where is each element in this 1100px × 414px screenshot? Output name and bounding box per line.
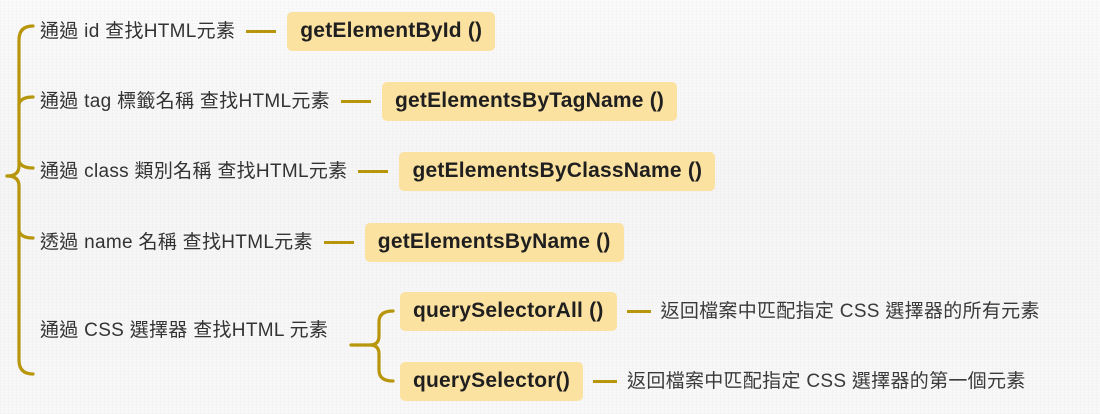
method-pill[interactable]: getElementsByClassName () [399, 152, 716, 192]
method-pill[interactable]: getElementsByTagName () [381, 82, 678, 122]
branch-row-get-elements-by-class-name[interactable]: 通過 class 類別名稱 查找HTML元素 getElementsByClas… [40, 152, 716, 192]
main-brace-upper [5, 24, 35, 178]
branch-label: 透過 name 名稱 查找HTML元素 [40, 232, 313, 254]
branch-row-get-elements-by-tag-name[interactable]: 通過 tag 標籤名稱 查找HTML元素 getElementsByTagNam… [40, 82, 678, 122]
main-brace-lower [5, 174, 35, 376]
method-pill[interactable]: querySelector() [400, 362, 584, 402]
main-brace-tick-3 [17, 159, 35, 170]
sub-brace-lower [368, 343, 395, 383]
connector-dash-icon [358, 170, 389, 174]
branch-label: 通過 tag 標籤名稱 查找HTML元素 [40, 91, 330, 113]
connector-dash-icon [323, 241, 354, 245]
branch-row-get-elements-by-name[interactable]: 透過 name 名稱 查找HTML元素 getElementsByName () [40, 223, 624, 263]
connector-dash-icon [626, 310, 651, 314]
connector-dash-icon [593, 380, 618, 384]
main-brace-tick-2 [17, 95, 35, 106]
branch-row-get-element-by-id[interactable]: 通過 id 查找HTML元素 getElementById () [40, 12, 496, 52]
branch-label: 通過 id 查找HTML元素 [40, 21, 236, 43]
sub-brace-upper [368, 309, 395, 347]
sub-branch-row-query-selector[interactable]: querySelector() 返回檔案中匹配指定 CSS 選擇器的第一個元素 [400, 362, 1026, 402]
branch-row-css-selector[interactable]: 通過 CSS 選擇器 查找HTML 元素 [40, 321, 328, 340]
main-brace-tick-4 [17, 229, 35, 240]
method-pill[interactable]: querySelectorAll () [400, 292, 617, 332]
branch-label: 通過 class 類別名稱 查找HTML元素 [40, 161, 348, 183]
method-pill[interactable]: getElementById () [287, 12, 496, 52]
method-description: 返回檔案中匹配指定 CSS 選擇器的第一個元素 [627, 371, 1026, 393]
sub-branch-row-query-selector-all[interactable]: querySelectorAll () 返回檔案中匹配指定 CSS 選擇器的所有… [400, 292, 1040, 332]
connector-dash-icon [340, 100, 371, 104]
method-pill[interactable]: getElementsByName () [364, 223, 624, 263]
branch-label: 通過 CSS 選擇器 查找HTML 元素 [40, 320, 329, 341]
method-description: 返回檔案中匹配指定 CSS 選擇器的所有元素 [660, 301, 1040, 323]
connector-dash-icon [246, 30, 277, 34]
